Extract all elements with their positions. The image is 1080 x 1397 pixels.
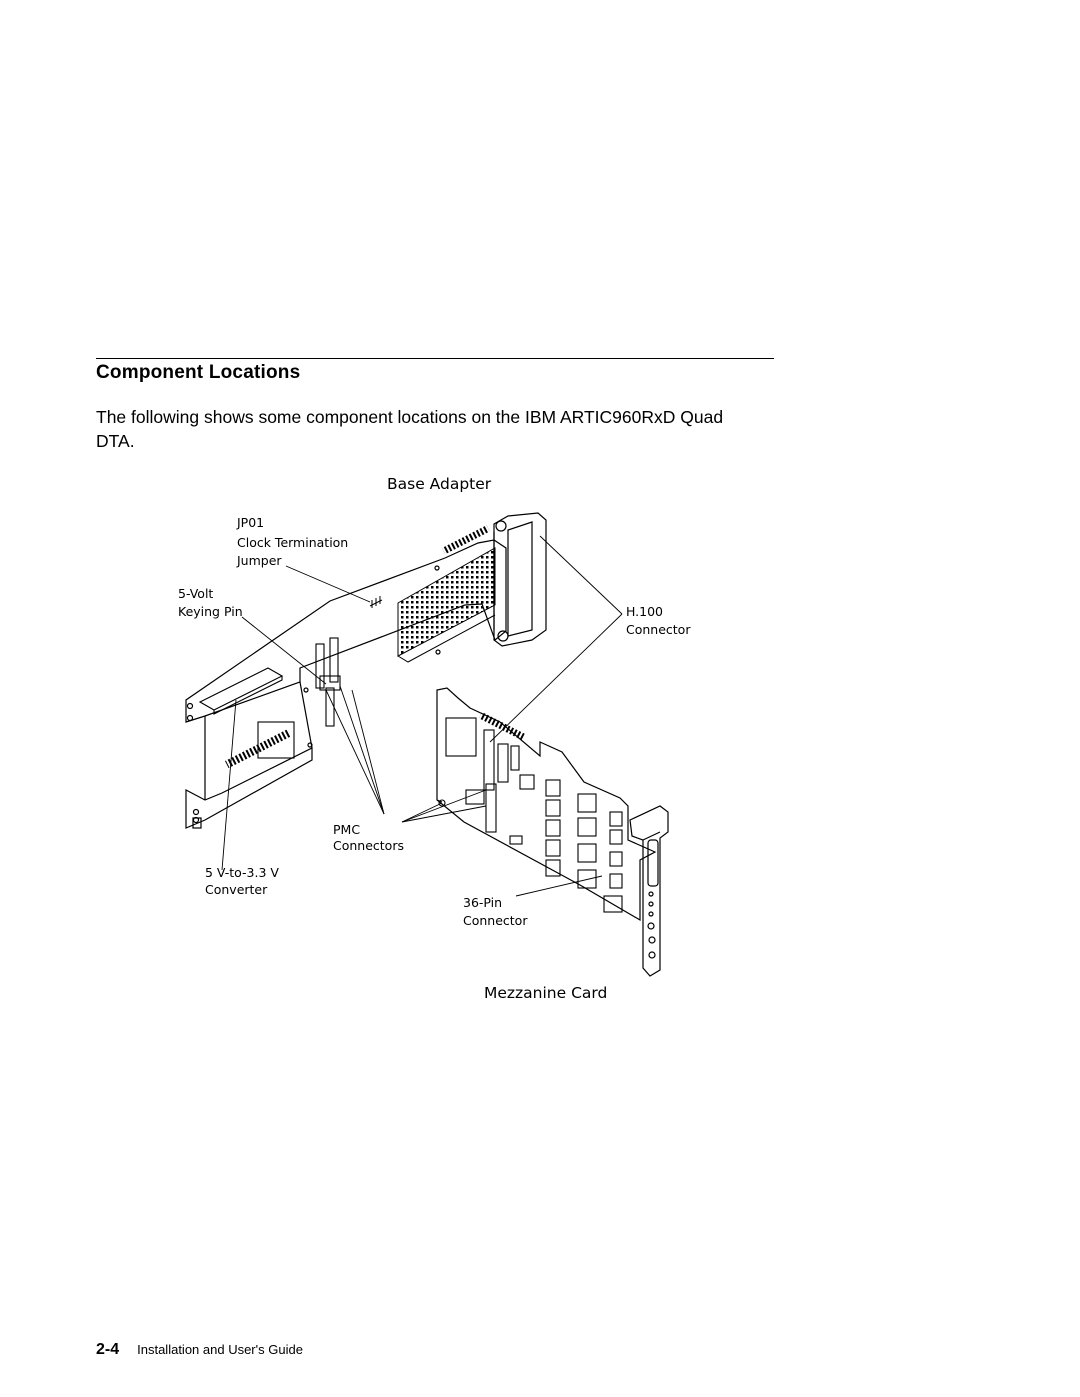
section-title: Component Locations xyxy=(96,362,301,383)
pmc-label: PMC xyxy=(333,822,360,837)
keying-pin-label-line2: Keying Pin xyxy=(178,604,243,619)
page-number: 2-4 xyxy=(96,1341,120,1358)
converter-label: 5 V-to-3.3 V xyxy=(205,865,279,880)
callout-lines xyxy=(221,535,623,897)
converter-chip xyxy=(198,667,284,715)
jp01-label-line2: Clock Termination xyxy=(237,535,348,550)
base-adapter-board xyxy=(185,525,507,829)
jp01-jumper xyxy=(369,596,383,608)
base-heatsink xyxy=(397,547,496,663)
h100-label: H.100 xyxy=(626,604,663,619)
jp01-label: JP01 xyxy=(236,515,264,530)
converter-label-line2: Converter xyxy=(205,882,268,897)
h100-label-line2: Connector xyxy=(626,622,691,637)
mezzanine-card-title: Mezzanine Card xyxy=(484,984,607,1002)
pmc-label-line2: Connectors xyxy=(333,838,404,853)
mezzanine-components xyxy=(438,711,623,913)
pin36-label: 36-Pin xyxy=(463,895,502,910)
page-footer: 2-4 Installation and User's Guide xyxy=(96,1341,303,1359)
pin36-label-line2: Connector xyxy=(463,913,528,928)
jp01-label-line3: Jumper xyxy=(236,553,282,568)
mezzanine-bracket xyxy=(629,805,669,977)
section-rule xyxy=(96,358,774,359)
guide-title: Installation and User's Guide xyxy=(137,1342,303,1357)
h100-connector-bracket xyxy=(493,512,547,647)
base-processor-chip xyxy=(257,721,295,759)
base-adapter-title: Base Adapter xyxy=(387,475,492,493)
intro-paragraph: The following shows some component locat… xyxy=(96,407,724,451)
keying-pin-label: 5-Volt xyxy=(178,586,213,601)
